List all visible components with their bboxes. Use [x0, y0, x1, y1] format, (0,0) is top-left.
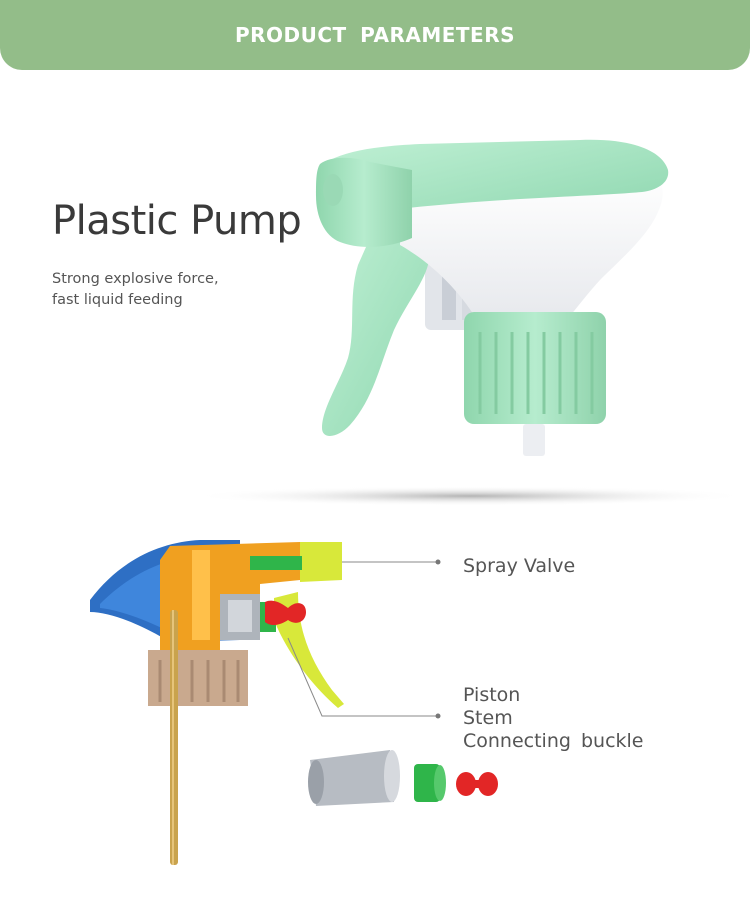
spray-valve-part: [250, 556, 302, 570]
trigger-sprayer-image: [190, 139, 750, 506]
connecting-buckle-part: [308, 750, 400, 806]
piston-exploded-part: [414, 764, 446, 802]
description-line-2: fast liquid feeding: [52, 292, 183, 308]
cap-section: [148, 650, 248, 706]
header-title: PRODUCT PARAMETERS: [234, 23, 516, 47]
label-piston: Piston: [463, 684, 521, 706]
bottle-cap: [464, 312, 606, 424]
product-description: Strong explosive force, fast liquid feed…: [52, 269, 272, 311]
description-line-1: Strong explosive force,: [52, 271, 219, 287]
nozzle-section: [300, 542, 342, 582]
header-banner: PRODUCT PARAMETERS: [0, 0, 750, 70]
label-stem: Stem: [463, 707, 513, 729]
product-title: Plastic Pump: [52, 198, 302, 244]
label-spray-valve: Spray Valve: [463, 555, 576, 577]
floor-shadow: [190, 486, 750, 506]
seal-section: [265, 600, 306, 626]
shroud-white: [400, 174, 663, 325]
shroud-green: [330, 139, 669, 216]
leader-line-piston: [287, 637, 436, 717]
label-connecting-buckle: Connecting buckle: [463, 730, 644, 752]
dip-tube-stub: [523, 424, 545, 456]
stem-exploded-part: [456, 772, 498, 796]
trigger: [322, 232, 430, 436]
cross-section-diagram: [90, 540, 498, 865]
